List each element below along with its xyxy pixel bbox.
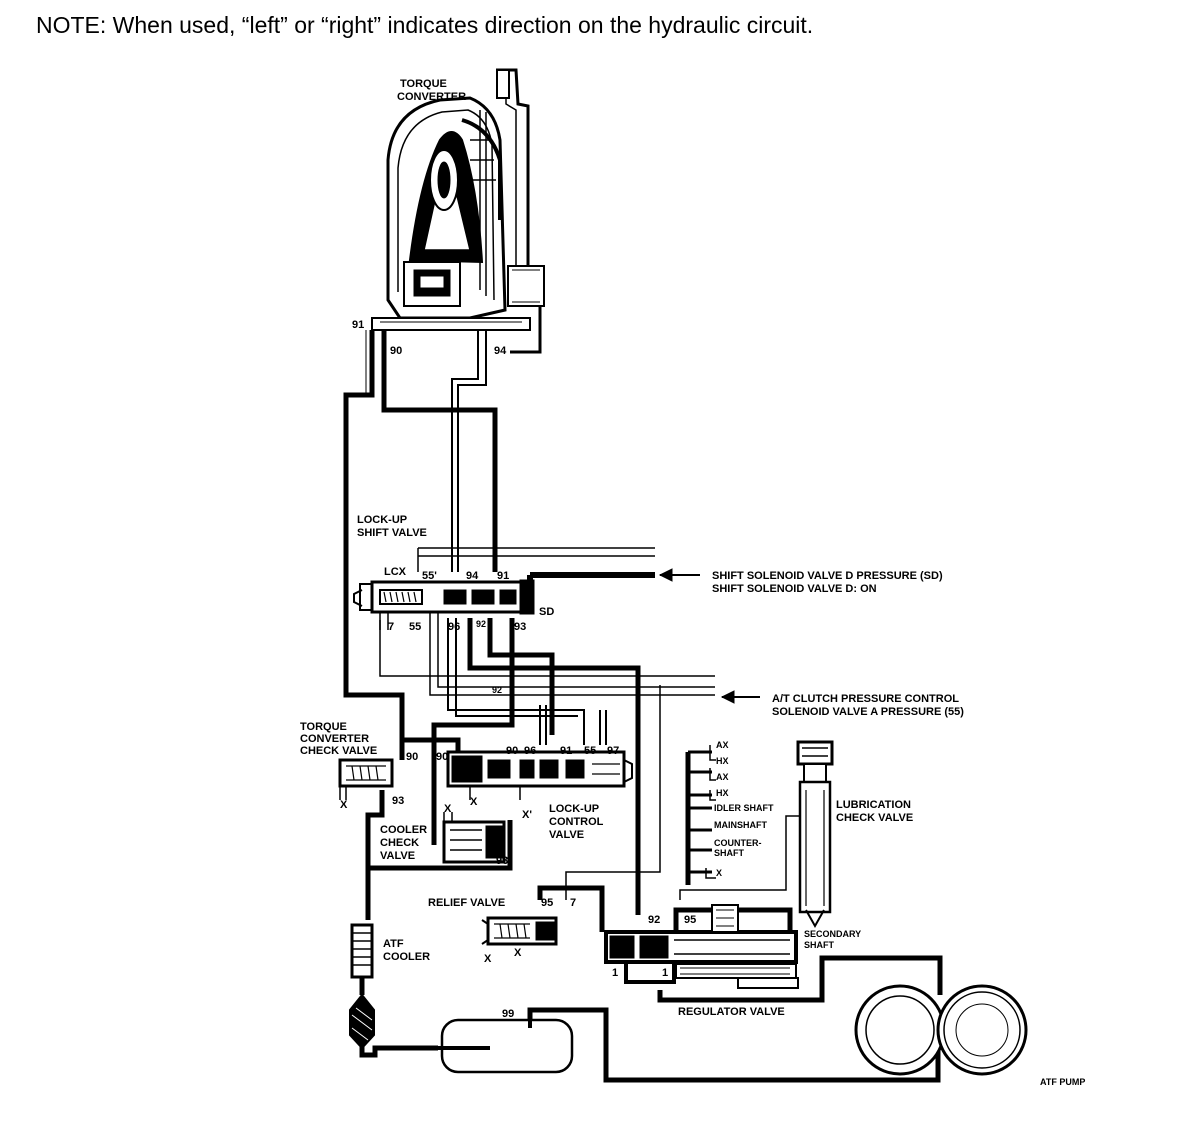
port-7-sv: 7 <box>388 621 394 633</box>
lockup-control-valve <box>446 750 633 800</box>
lube-outlet-idler-shaft: IDLER SHAFT <box>714 803 774 813</box>
port-93-sv: 93 <box>514 621 526 633</box>
lcv-label-line2: CONTROL <box>549 816 604 828</box>
port-x-lc-2: X <box>444 803 452 815</box>
lube-outlet-ax-1: AX <box>716 740 729 750</box>
atf-pump <box>854 984 1028 1076</box>
lockup-shift-valve-label: LOCK-UP SHIFT VALVE <box>357 514 427 539</box>
port-93-chk: 93 <box>392 795 404 807</box>
port-55-lc: 55 <box>584 745 596 757</box>
port-x-relief-2: X <box>514 947 522 959</box>
port-91-lc: 91 <box>560 745 572 757</box>
port-lcx: LCX <box>384 566 407 578</box>
lcv2-label-line1: LUBRICATION <box>836 799 911 811</box>
port-1-reg-1: 1 <box>612 967 618 979</box>
lube-outlet-countershaft-1: COUNTER- <box>714 838 762 848</box>
secondary-shaft-label: SECONDARY SHAFT <box>804 929 864 950</box>
tccv-label-line1: TORQUE <box>300 721 347 733</box>
port-97-lc: 97 <box>607 745 619 757</box>
tccv-label-line2: CONVERTER <box>300 733 369 745</box>
ccv-label-line3: VALVE <box>380 850 415 862</box>
lubrication-check-valve-label: LUBRICATION CHECK VALVE <box>836 799 914 824</box>
port-55-prime: 55' <box>422 570 437 582</box>
atfc-label-line2: COOLER <box>383 951 430 963</box>
lube-outlet-x: X <box>716 868 722 878</box>
ccv-label-line2: CHECK <box>380 837 419 849</box>
atf-strainer <box>349 993 375 1050</box>
relief-valve <box>481 916 558 946</box>
lsv-label-line2: SHIFT VALVE <box>357 527 427 539</box>
port-x-chk: X <box>340 799 348 811</box>
atf-cooler-label: ATF COOLER <box>383 938 430 963</box>
port-x-relief-1: X <box>484 953 492 965</box>
port-92-sv: 92 <box>476 619 486 629</box>
lockup-control-valve-label: LOCK-UP CONTROL VALVE <box>549 803 606 841</box>
tc-check-valve-label: TORQUE CONVERTER CHECK VALVE <box>300 721 377 757</box>
ss2-label-line1: SECONDARY <box>804 929 861 939</box>
port-90-lc-left: 90 <box>436 751 448 763</box>
port-x-prime-lc: X' <box>522 809 532 821</box>
atf-pump-label: ATF PUMP <box>1040 1077 1085 1087</box>
port-90-lc: 90 <box>506 745 518 757</box>
port-95-relief: 95 <box>541 897 553 909</box>
ss-label-line1: SHIFT SOLENOID VALVE D PRESSURE (SD) <box>712 570 943 582</box>
cooler-check-valve-label: COOLER CHECK VALVE <box>380 824 430 862</box>
port-55-sv: 55 <box>409 621 421 633</box>
lube-outlet-ax-2: AX <box>716 772 729 782</box>
port-92-reg: 92 <box>648 914 660 926</box>
port-92-mid: 92 <box>492 685 502 695</box>
port-90-tc: 90 <box>390 345 402 357</box>
ss-label-line2: SHIFT SOLENOID VALVE D: ON <box>712 583 877 595</box>
torque-converter-label: TORQUE CONVERTER <box>397 78 466 103</box>
port-90-chk: 90 <box>406 751 418 763</box>
at-clutch-label: A/T CLUTCH PRESSURE CONTROL SOLENOID VAL… <box>772 693 964 718</box>
regulator-valve-label: REGULATOR VALVE <box>678 1006 785 1018</box>
lcv-label-line1: LOCK-UP <box>549 803 599 815</box>
port-99: 99 <box>502 1008 514 1020</box>
port-sd: SD <box>539 606 554 618</box>
note-text: NOTE: When used, “left” or “right” indic… <box>36 12 814 38</box>
lockup-shift-valve <box>353 579 535 630</box>
atc-label-line1: A/T CLUTCH PRESSURE CONTROL <box>772 693 959 705</box>
port-95-reg: 95 <box>684 914 696 926</box>
tccv-label-line3: CHECK VALVE <box>300 745 377 757</box>
atf-sump <box>436 1018 574 1074</box>
port-1-reg-2: 1 <box>662 967 668 979</box>
tc-label-line2: CONVERTER <box>397 91 466 103</box>
lube-outlet-countershaft-2: SHAFT <box>714 848 744 858</box>
atfc-label-line1: ATF <box>383 938 404 950</box>
lube-outlet-mainshaft: MAINSHAFT <box>714 820 767 830</box>
atc-label-line2: SOLENOID VALVE A PRESSURE (55) <box>772 706 964 718</box>
port-93-cooler: 93 <box>496 855 508 867</box>
lubrication-check-valve <box>796 740 834 929</box>
torque-converter <box>371 68 545 354</box>
relief-valve-label: RELIEF VALVE <box>428 897 505 909</box>
shift-solenoid-label: SHIFT SOLENOID VALVE D PRESSURE (SD) SHI… <box>712 570 946 595</box>
port-91-sv: 91 <box>497 570 509 582</box>
port-96-lc: 96 <box>524 745 536 757</box>
port-94-sv: 94 <box>466 570 479 582</box>
lcv-label-line3: VALVE <box>549 829 584 841</box>
lube-outlet-hx-2: HX <box>716 788 729 798</box>
port-96-sv: 96 <box>448 621 460 633</box>
tc-check-valve <box>338 758 394 800</box>
regulator-valve <box>604 904 799 989</box>
lube-outlet-hx-1: HX <box>716 756 729 766</box>
ccv-label-line1: COOLER <box>380 824 427 836</box>
cooler-check-valve <box>442 812 506 864</box>
port-7-relief: 7 <box>570 897 576 909</box>
port-94-tc: 94 <box>494 345 507 357</box>
port-x-lc-1: X <box>470 796 478 808</box>
lsv-label-line1: LOCK-UP <box>357 514 407 526</box>
tc-label-line1: TORQUE <box>400 78 447 90</box>
atf-cooler <box>350 923 374 979</box>
port-91-tc: 91 <box>352 319 364 331</box>
ss2-label-line2: SHAFT <box>804 940 834 950</box>
lcv2-label-line2: CHECK VALVE <box>836 812 913 824</box>
